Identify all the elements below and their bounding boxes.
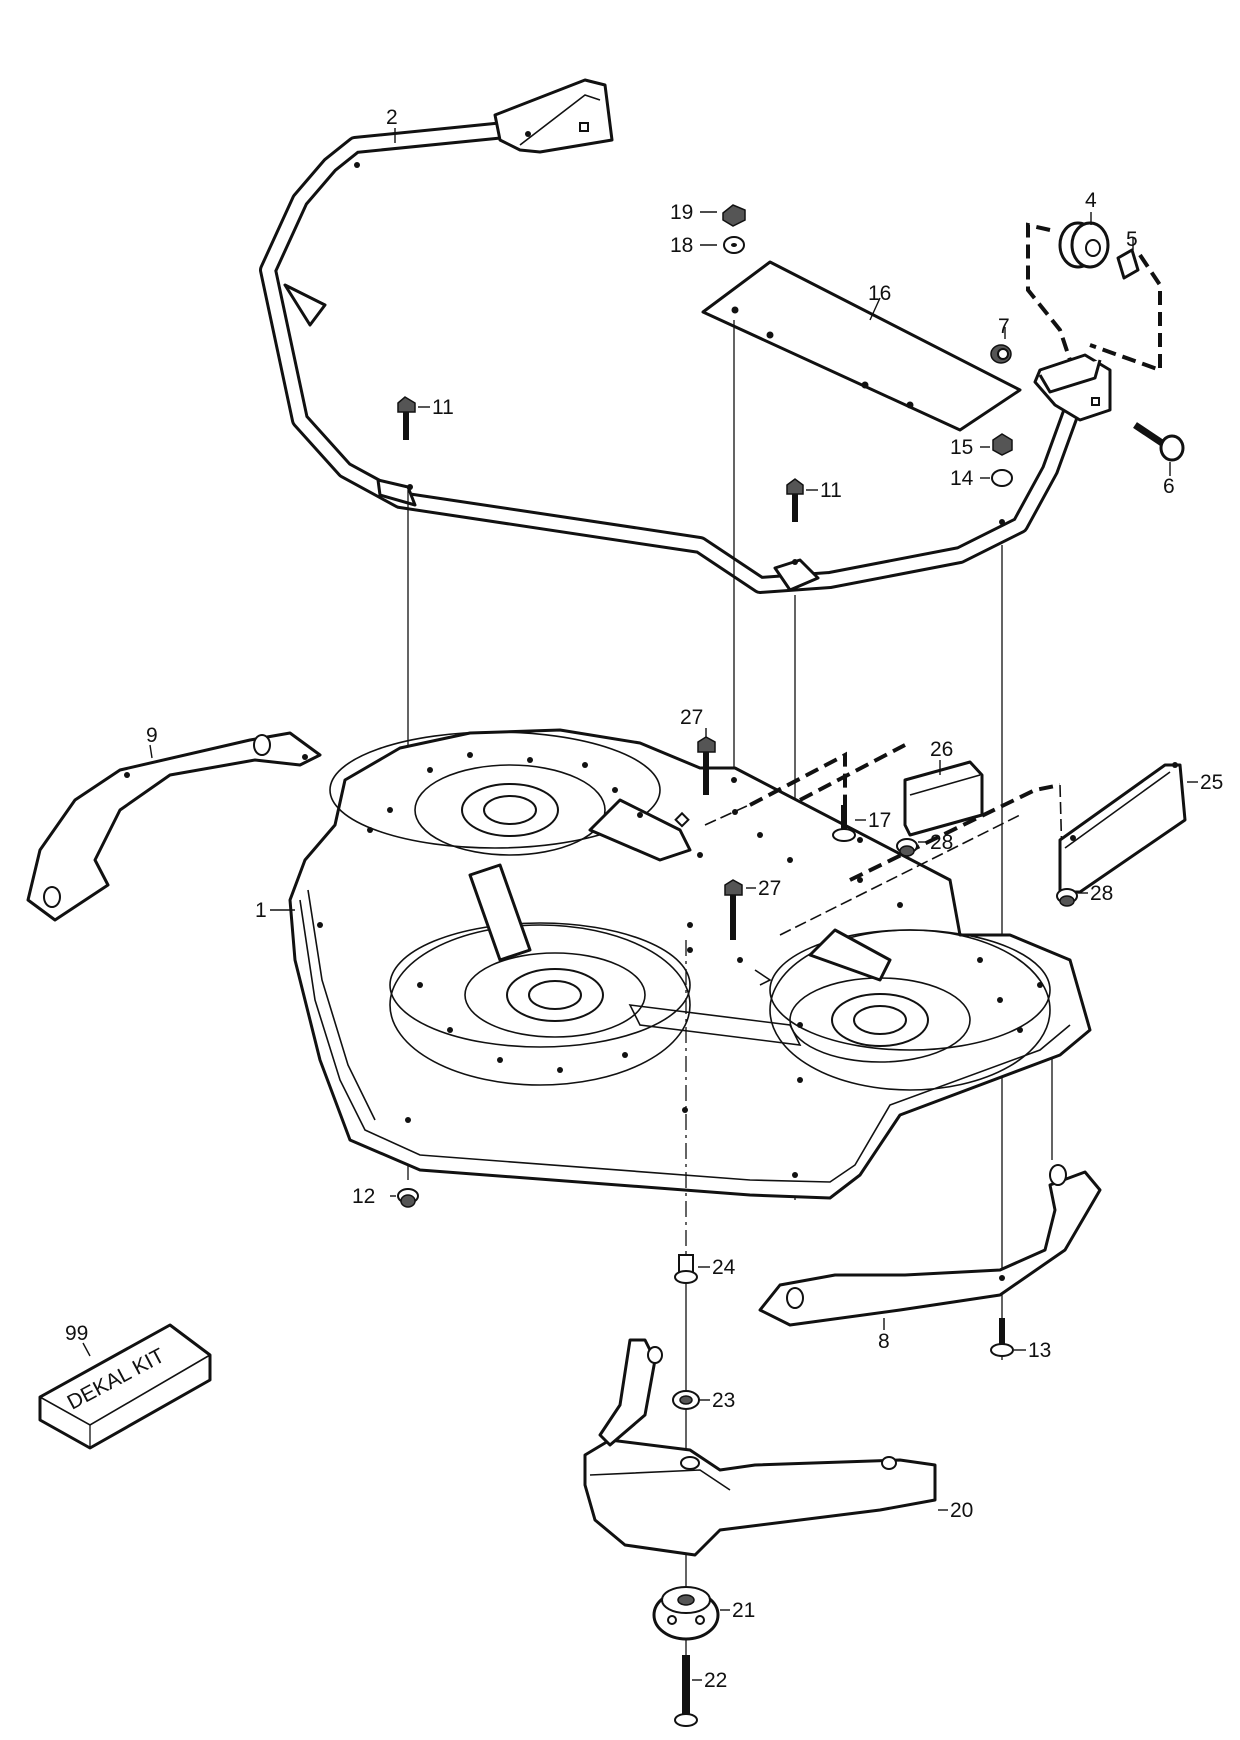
- callout-23: 23: [712, 1389, 735, 1412]
- part-28-nut-left: [896, 838, 918, 857]
- part-22-blade-bolt: [674, 1655, 698, 1727]
- assembly-dashline-4-5: [1026, 222, 1072, 361]
- part-9-left-baffle: [26, 731, 322, 922]
- callout-27-upper: 27: [680, 706, 703, 729]
- callout-13: 13: [1028, 1339, 1051, 1362]
- callout-5: 5: [1126, 228, 1138, 251]
- callout-25: 25: [1200, 771, 1223, 794]
- callout-99: 99: [65, 1322, 88, 1345]
- part-13-bolt: [990, 1318, 1014, 1357]
- assembly-dashline-17: [749, 751, 847, 820]
- callout-28-right: 28: [1090, 882, 1113, 905]
- part-5-spacer: [1116, 248, 1140, 280]
- callout-1: 1: [255, 899, 267, 922]
- part-12-nut: [397, 1188, 419, 1208]
- callout-18: 18: [670, 234, 693, 257]
- part-11-bolt-left: [397, 396, 416, 440]
- part-6-bolt: [1133, 422, 1185, 462]
- part-19-nut: [722, 204, 746, 227]
- part-4-idler-wheel: [1058, 221, 1110, 269]
- part-2-hanger-bar: [259, 78, 1079, 594]
- part-11-bolt-right: [786, 478, 804, 522]
- callout-4: 4: [1085, 189, 1097, 212]
- callout-17: 17: [868, 809, 891, 832]
- part-27-bolt-lower: [724, 879, 743, 940]
- part-23-washer: [672, 1390, 700, 1410]
- callout-6: 6: [1163, 475, 1175, 498]
- callout-26: 26: [930, 738, 953, 761]
- callout-27-lower: 27: [758, 877, 781, 900]
- part-24-bushing: [674, 1254, 698, 1284]
- part-15-nut: [992, 433, 1013, 456]
- assembly-dashline-5-6: [1089, 253, 1162, 373]
- bracket-assembly: [1033, 353, 1112, 422]
- assembly-dashline-28: [779, 814, 1021, 936]
- callout-12: 12: [352, 1185, 375, 1208]
- part-28-nut-right: [1056, 888, 1078, 907]
- callout-2: 2: [386, 106, 398, 129]
- part-16-top-plate: [701, 260, 1022, 432]
- part-8-right-baffle: [758, 1164, 1102, 1327]
- part-20-blade: [583, 1338, 937, 1557]
- callout-20: 20: [950, 1499, 973, 1522]
- part-17-bolt: [832, 805, 856, 842]
- part-21-adapter: [652, 1586, 720, 1641]
- callout-24: 24: [712, 1256, 736, 1279]
- part-1-mower-deck: [288, 728, 1092, 1200]
- callout-11-left: 11: [432, 396, 454, 419]
- callouts: 2 4 5 7 6 16 19 18 15 14 11 11 9 1 12 27…: [65, 106, 1223, 1692]
- assembly-dashline-17-lower: [704, 799, 761, 826]
- callout-15: 15: [950, 436, 973, 459]
- callout-9: 9: [146, 724, 158, 747]
- callout-21: 21: [732, 1599, 755, 1622]
- leader-lines: [82, 128, 1198, 1681]
- part-26-block: [903, 760, 984, 837]
- callout-16: 16: [868, 282, 891, 305]
- part-18-washer: [723, 236, 745, 254]
- callout-8: 8: [878, 1330, 890, 1353]
- part-7-nut: [990, 344, 1012, 364]
- callout-14: 14: [950, 467, 974, 490]
- part-25-bar: [1058, 762, 1187, 894]
- callout-7: 7: [998, 315, 1010, 338]
- part-14-washer: [991, 469, 1013, 487]
- callout-19: 19: [670, 201, 693, 224]
- callout-22: 22: [704, 1669, 727, 1692]
- callout-11-right: 11: [820, 479, 842, 502]
- part-27-bolt-upper: [697, 736, 716, 795]
- callout-28-left: 28: [930, 831, 953, 854]
